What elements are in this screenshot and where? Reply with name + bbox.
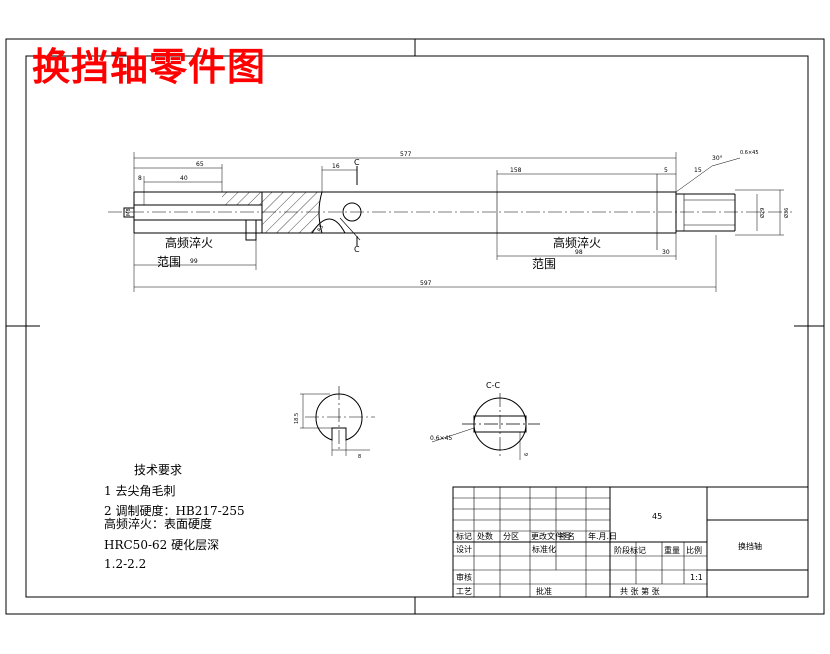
tb-process: 工艺 bbox=[456, 587, 472, 596]
tb-scale-label: 比例 bbox=[686, 545, 702, 555]
side-dim: 18.5 bbox=[294, 413, 300, 424]
tb-sheets: 共 张 第 张 bbox=[620, 586, 660, 596]
dim-5: 5 bbox=[664, 167, 668, 174]
tb-scale: 1:1 bbox=[690, 573, 703, 582]
tb-col-date: 年.月.日 bbox=[588, 531, 617, 541]
key-height: 6 bbox=[524, 453, 530, 456]
angle-30: 30° bbox=[712, 155, 723, 162]
dim-99: 99 bbox=[190, 258, 198, 265]
dia-end: Ø36 bbox=[783, 208, 790, 218]
hatched-section-left bbox=[261, 191, 323, 234]
range-label-right: 范围 bbox=[532, 257, 557, 271]
section-view-cc bbox=[431, 393, 540, 460]
tb-col-change: 更改文件号 bbox=[531, 531, 571, 541]
chamfer-note: 0.6×45 bbox=[430, 435, 452, 442]
note-line-2: 2 调制硬度：HB217-255 bbox=[104, 504, 245, 518]
dia-mid: Ø29 bbox=[759, 208, 766, 218]
tb-col-count: 处数 bbox=[477, 531, 493, 541]
dim-577: 577 bbox=[400, 151, 412, 158]
shaft-main-view bbox=[108, 152, 792, 292]
note-line-1: 1 去尖角毛刺 bbox=[104, 484, 176, 498]
note-line-3: 高频淬火：表面硬度 bbox=[104, 517, 213, 531]
harden-label-right: 高频淬火 bbox=[553, 236, 602, 250]
tb-material: 45 bbox=[652, 512, 662, 521]
tb-col-sign: 签名 bbox=[559, 531, 575, 541]
dim-98: 98 bbox=[575, 249, 583, 256]
tb-review: 审核 bbox=[456, 572, 472, 582]
dim-597: 597 bbox=[420, 280, 432, 287]
section-view-left bbox=[300, 386, 375, 456]
dim-158: 158 bbox=[510, 167, 522, 174]
tb-part-name: 换挡轴 bbox=[738, 541, 762, 551]
note-line-5: 1.2-2.2 bbox=[104, 557, 147, 571]
r-note: R3 bbox=[317, 224, 326, 233]
harden-label-left: 高频淬火 bbox=[165, 236, 214, 250]
tb-weight: 重量 bbox=[664, 545, 680, 555]
dim-8: 8 bbox=[138, 175, 142, 182]
section-mark-bottom: C bbox=[354, 245, 360, 254]
dim-40: 40 bbox=[180, 175, 188, 182]
section-mark-top: C bbox=[354, 158, 360, 167]
drawing-title: 换挡轴零件图 bbox=[32, 44, 267, 89]
cross-hole bbox=[342, 202, 362, 222]
section-title-cc: C-C bbox=[486, 381, 500, 390]
left-mark: M8 bbox=[126, 209, 132, 217]
title-block bbox=[452, 486, 809, 598]
tb-design: 设计 bbox=[456, 544, 472, 554]
tb-standardize: 标准化 bbox=[532, 544, 556, 554]
dim-16: 16 bbox=[332, 163, 340, 170]
dim-65: 65 bbox=[196, 161, 204, 168]
notes-heading: 技术要求 bbox=[134, 463, 183, 477]
chamfer-note-top: 0.6×45 bbox=[740, 150, 759, 156]
tb-col-mark: 标记 bbox=[456, 531, 472, 541]
key-width: 8 bbox=[358, 454, 361, 460]
tb-approve: 批准 bbox=[536, 586, 552, 596]
range-label-left: 范围 bbox=[157, 255, 182, 269]
note-line-4: HRC50-62 硬化层深 bbox=[104, 538, 220, 552]
tb-stage: 阶段标记 bbox=[614, 545, 646, 555]
tb-col-zone: 分区 bbox=[503, 532, 519, 541]
dim-30: 30 bbox=[662, 249, 670, 256]
dim-15: 15 bbox=[694, 167, 702, 174]
